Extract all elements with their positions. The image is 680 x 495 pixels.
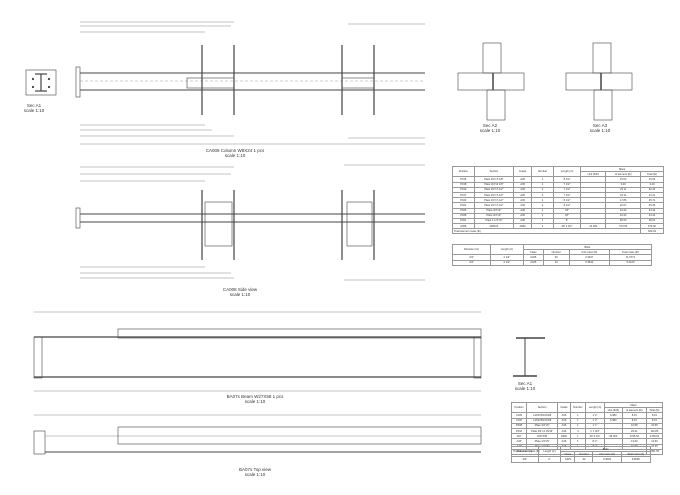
section-beam-caption: Sec A1 scale 1:10	[514, 381, 536, 391]
section-beam-detail	[513, 337, 545, 377]
section-a2-caption: Sec A2 scale 1:10	[479, 123, 501, 133]
section-a1-detail	[25, 69, 57, 96]
beam-front-caption: BA07s Beam W27X58 1 pcs scale 1:10	[226, 394, 284, 404]
column-bom-table: Position Section Grade Number Length (in…	[451, 165, 664, 235]
beam-bolts-table: Diameter (in) Length (in) Bolts Class Nu…	[511, 445, 652, 463]
beam-bom-table: Position Section Grade Number Length (in…	[510, 401, 664, 455]
column-front-view	[75, 21, 425, 145]
section-a2-detail	[457, 42, 525, 121]
beam-front-view	[33, 311, 482, 392]
beam-top-view	[33, 414, 482, 455]
column-bolts-table: Diameter (in) Length (in) Bolts Class Nu…	[451, 243, 653, 266]
column-front-caption: CA008 Column W8X24 1 pcs scale 1:10	[205, 148, 265, 158]
beam-top-caption: BA07s Top view scale 1:10	[239, 467, 271, 477]
section-a3-caption: Sec A3 scale 1:10	[589, 123, 611, 133]
section-a1-caption: Sec A1 scale 1:10	[23, 103, 45, 113]
section-a3-detail	[565, 42, 633, 121]
column-side-view	[75, 164, 425, 281]
column-side-caption: CA008 Side view scale 1:10	[222, 287, 258, 297]
